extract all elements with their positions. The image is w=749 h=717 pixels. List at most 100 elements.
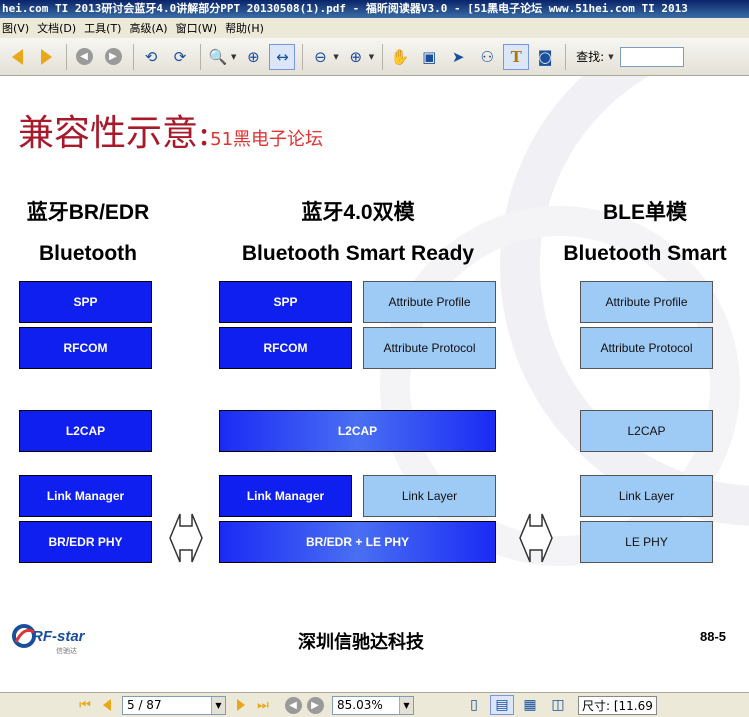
double-arrow-left-icon xyxy=(169,513,203,563)
chevron-down-icon[interactable]: ▼ xyxy=(211,696,225,714)
menu-window[interactable]: 窗口(W) xyxy=(175,22,218,35)
page-size-value: 尺寸: [11.69 xyxy=(582,698,653,713)
window-title-bar: hei.com TI 2013研讨会蓝牙4.0讲解部分PPT 20130508(… xyxy=(0,0,749,18)
zoom-out-button[interactable]: ⊖ xyxy=(307,44,333,70)
toolbar: ◀ ▶ ⟲ ⟳ 🔍 ▼ ⊕ ↔ ⊖ ▼ ⊕ ▼ ✋ ▣ ➤ ⚇ T ◙ 查找: … xyxy=(0,38,749,76)
slide-title: 兼容性示意:51黑电子论坛 xyxy=(18,104,323,156)
select-tool-button[interactable]: ➤ xyxy=(445,44,471,70)
continuous-view-button[interactable]: ▤ xyxy=(490,695,514,715)
menu-help[interactable]: 帮助(H) xyxy=(225,22,264,35)
minus-circle-icon: ⊖ xyxy=(314,47,327,66)
slide-title-watermark: 51黑电子论坛 xyxy=(210,129,324,150)
text-select-button[interactable]: T xyxy=(503,43,530,70)
forward-circle-icon: ▶ xyxy=(306,696,324,714)
column-dual-mode-heading: 蓝牙4.0双模 xyxy=(301,201,415,224)
chevron-down-icon[interactable]: ▼ xyxy=(231,52,237,61)
toolbar-separator xyxy=(302,43,304,70)
ble-attribute-protocol-block: Attribute Protocol xyxy=(580,327,713,369)
rotate-left-button[interactable]: ⟲ xyxy=(138,44,164,70)
chevron-down-icon[interactable]: ▼ xyxy=(333,52,339,61)
rf-star-logo xyxy=(12,624,36,648)
back-button[interactable]: ◀ xyxy=(71,44,97,70)
menu-advanced[interactable]: 高级(A) xyxy=(129,22,168,35)
window-title: hei.com TI 2013研讨会蓝牙4.0讲解部分PPT 20130508(… xyxy=(2,2,688,15)
br-phy-block: BR/EDR PHY xyxy=(19,521,152,563)
slide-page-label: 88-5 xyxy=(700,629,727,644)
dm-link-manager-block: Link Manager xyxy=(219,475,352,517)
column-dual-mode-subheading: Bluetooth Smart Ready xyxy=(241,242,475,265)
column-br-edr-subheading: Bluetooth xyxy=(39,242,137,265)
triangle-left-icon xyxy=(103,699,111,711)
dm-attribute-profile-block: Attribute Profile xyxy=(363,281,496,323)
page-size-readout: 尺寸: [11.69 xyxy=(578,695,657,715)
triangle-left-icon xyxy=(11,48,23,65)
fit-width-icon: ↔ xyxy=(276,47,289,66)
back-status-button[interactable]: ◀ xyxy=(282,695,304,715)
rotate-left-icon: ⟲ xyxy=(144,47,158,66)
binoculars-icon: ⚇ xyxy=(480,47,494,66)
ble-phy-block: LE PHY xyxy=(580,521,713,563)
fit-page-button[interactable]: ⊕ xyxy=(240,44,266,70)
hand-icon: ✋ xyxy=(390,47,410,66)
forward-status-button[interactable]: ▶ xyxy=(304,695,326,715)
single-page-view-button[interactable]: ▯ xyxy=(462,695,486,715)
last-page-button[interactable]: ⏭ xyxy=(252,695,274,715)
toolbar-separator xyxy=(382,43,384,70)
glasses-icon: ▣ xyxy=(422,47,437,66)
br-link-manager-block: Link Manager xyxy=(19,475,152,517)
slide-footer-company: 深圳信驰达科技 xyxy=(298,632,424,653)
menu-bar: 图(V) 文档(D) 工具(T) 高级(A) 窗口(W) 帮助(H) xyxy=(0,18,749,38)
toolbar-separator xyxy=(66,43,67,70)
toolbar-separator xyxy=(133,43,134,70)
dm-link-layer-block: Link Layer xyxy=(363,475,496,517)
menu-document[interactable]: 文档(D) xyxy=(37,22,77,35)
single-page-icon: ▯ xyxy=(470,697,478,713)
prev-page-button[interactable] xyxy=(96,695,118,715)
dm-l2cap-block: L2CAP xyxy=(219,410,496,452)
first-page-button[interactable]: ⏮ xyxy=(74,695,96,715)
rotate-right-icon: ⟳ xyxy=(173,47,187,66)
snapshot-tool-button[interactable]: ▣ xyxy=(416,44,442,70)
chevron-down-icon[interactable]: ▼ xyxy=(368,52,375,61)
menu-view[interactable]: 图(V) xyxy=(2,22,30,35)
rotate-right-button[interactable]: ⟳ xyxy=(167,44,193,70)
column-br-edr-heading: 蓝牙BR/EDR xyxy=(26,201,150,224)
status-bar: ⏮ 5 / 87 ▼ ⏭ ◀ ▶ 85.03% ▼ ▯ ▤ ▦ ◫ 尺寸: [1… xyxy=(0,692,749,717)
zoom-in-button[interactable]: ⊕ xyxy=(343,44,369,70)
facing-view-button[interactable]: ▦ xyxy=(518,695,542,715)
chevron-down-icon[interactable]: ▼ xyxy=(608,52,614,61)
find-input[interactable] xyxy=(619,46,684,67)
ble-l2cap-block: L2CAP xyxy=(580,410,713,452)
triangle-right-icon xyxy=(40,48,52,65)
page-number-value: 5 / 87 xyxy=(127,698,162,712)
dm-phy-block: BR/EDR + LE PHY xyxy=(219,521,496,563)
continuous-facing-view-button[interactable]: ◫ xyxy=(546,695,570,715)
back-circle-icon: ◀ xyxy=(284,696,302,714)
triangle-right-icon xyxy=(237,699,245,711)
fit-width-button[interactable]: ↔ xyxy=(269,43,296,70)
page-number-field[interactable]: 5 / 87 ▼ xyxy=(122,695,226,715)
last-page-icon: ⏭ xyxy=(257,697,269,713)
arrow-cursor-icon: ➤ xyxy=(451,47,465,66)
previous-page-button[interactable] xyxy=(4,44,30,70)
find-tool-button[interactable]: ⚇ xyxy=(474,44,500,70)
menu-tools[interactable]: 工具(T) xyxy=(84,22,122,35)
forward-circle-icon: ▶ xyxy=(104,48,122,65)
chevron-down-icon[interactable]: ▼ xyxy=(399,696,413,714)
two-pages-icon: ◫ xyxy=(551,697,565,713)
forward-button[interactable]: ▶ xyxy=(100,44,126,70)
image-tool-button[interactable]: ◙ xyxy=(532,44,558,70)
ble-link-layer-block: Link Layer xyxy=(580,475,713,517)
zoom-in-tool-button[interactable]: 🔍 xyxy=(205,44,231,70)
next-page-button[interactable] xyxy=(33,44,59,70)
hand-tool-button[interactable]: ✋ xyxy=(387,44,413,70)
ble-attribute-profile-block: Attribute Profile xyxy=(580,281,713,323)
zoom-level-field[interactable]: 85.03% ▼ xyxy=(332,695,414,715)
dm-rfcom-block: RFCOM xyxy=(219,327,352,369)
double-arrow-right-icon xyxy=(519,513,553,563)
next-page-status-button[interactable] xyxy=(230,695,252,715)
plus-circle-icon: ⊕ xyxy=(349,47,363,66)
toolbar-separator xyxy=(565,43,567,70)
dm-spp-block: SPP xyxy=(219,281,352,323)
toolbar-separator xyxy=(200,43,201,70)
